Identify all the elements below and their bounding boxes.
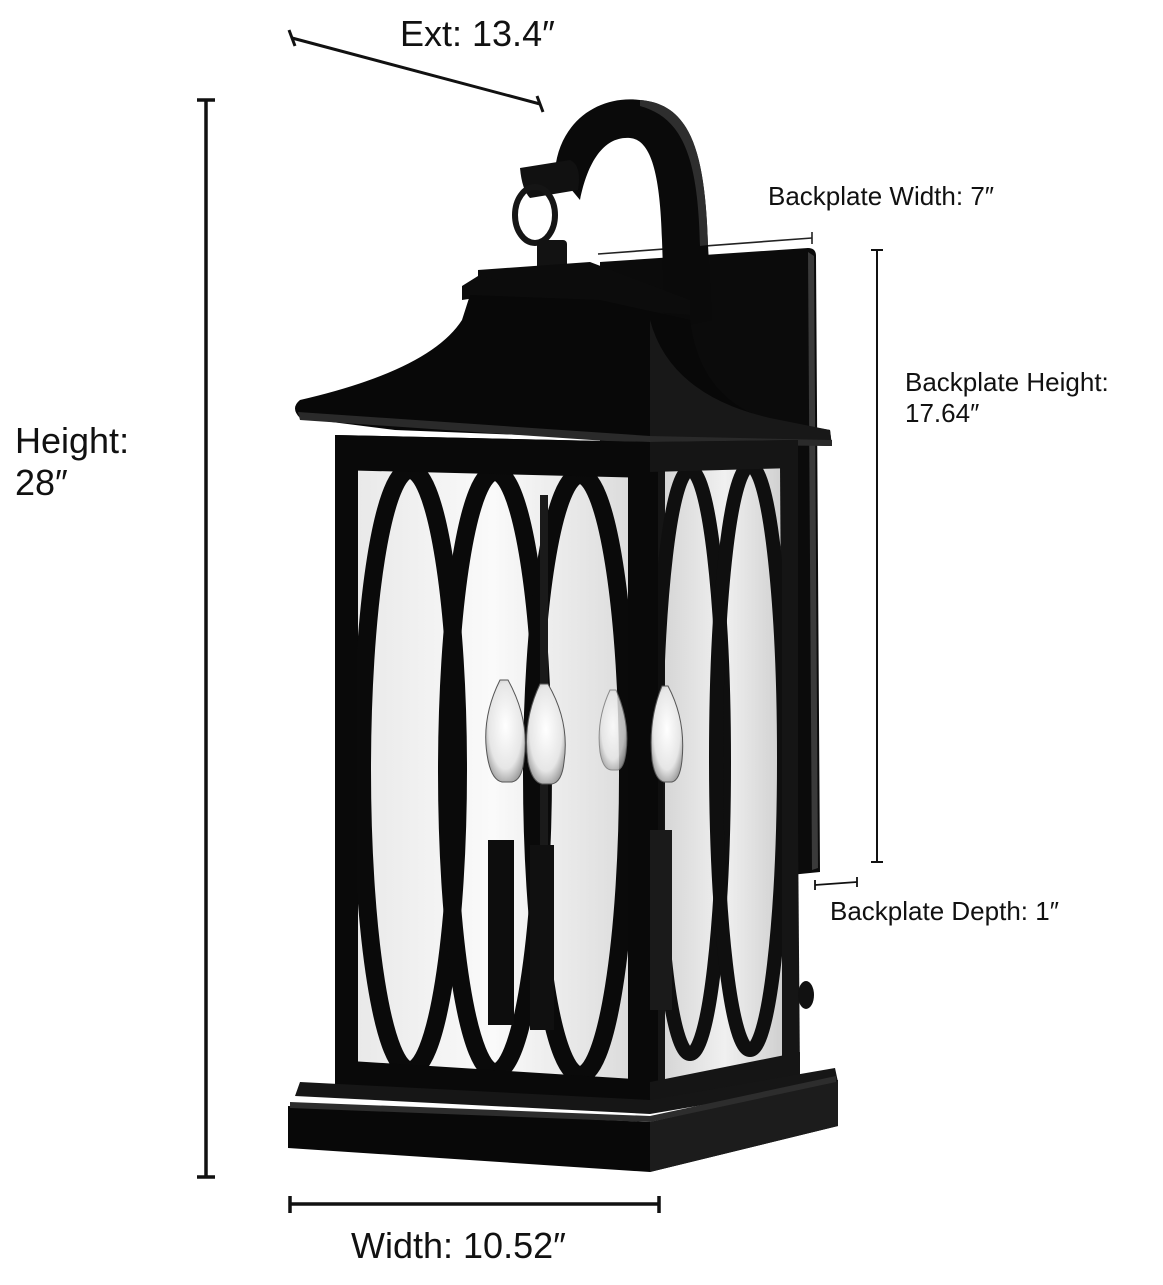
backplate-depth-label: Backplate Depth: 1″ xyxy=(830,896,1059,926)
width-dimension-line xyxy=(288,1196,661,1213)
candle-sockets xyxy=(488,495,672,1030)
ext-dimension-line xyxy=(287,29,545,113)
lantern-fixture xyxy=(288,99,838,1172)
ext-label: Ext: 13.4″ xyxy=(400,13,555,54)
light-bulbs xyxy=(485,679,684,785)
height-label-value: 28″ xyxy=(15,462,68,504)
hanging-ring xyxy=(512,184,558,246)
backplate-height-label-title: Backplate Height: xyxy=(905,367,1109,397)
backplate-height-label-value: 17.64″ xyxy=(905,398,980,429)
height-label-title: Height: xyxy=(15,420,130,461)
height-dimension-line xyxy=(197,98,215,1179)
width-label: Width: 10.52″ xyxy=(351,1225,566,1266)
backplate-width-label: Backplate Width: 7″ xyxy=(768,181,994,211)
height-label: Height: 28″ xyxy=(15,420,129,504)
backplate-depth-dimension-line xyxy=(814,877,858,890)
backplate-height-dimension-line xyxy=(871,249,883,863)
base-trim xyxy=(295,1068,838,1114)
hanging-arm xyxy=(555,99,712,331)
backplate-height-label: Backplate Height: 17.64″ xyxy=(905,367,1109,429)
